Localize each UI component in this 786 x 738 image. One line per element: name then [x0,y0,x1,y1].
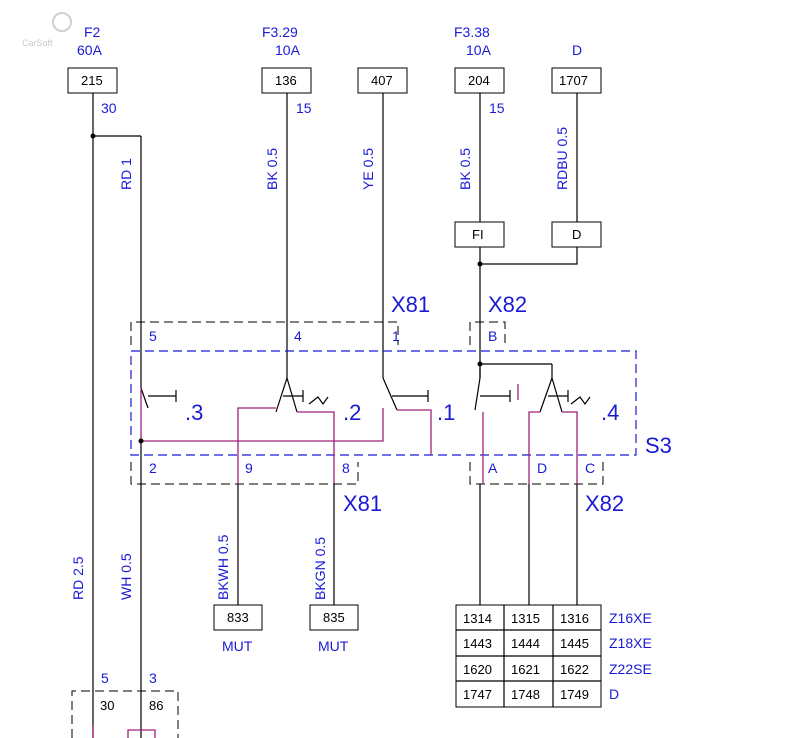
table-cell: 1316 [560,611,589,626]
wire-label-bk05-b: BK 0.5 [457,148,473,190]
table-cell: 1445 [560,636,589,651]
connector-x82-bottom-label: X82 [585,491,624,516]
switch-contacts [140,363,591,413]
connector-136-label: 136 [275,73,297,88]
wire-label-bkwh05: BKWH 0.5 [215,534,231,600]
connector-x82-top-label: X82 [488,292,527,317]
connector-x81-bottom-label: X81 [343,491,382,516]
fuse-f338-pin: 15 [489,100,505,116]
fuse-f2-name: F2 [84,24,101,40]
switch-position-1: .1 [437,400,455,425]
switch-s3-outline [130,350,637,456]
wire-label-rd25: RD 2.5 [70,556,86,600]
table-cell: 1620 [463,662,492,677]
table-cell: 1748 [511,687,540,702]
relay-outline [71,690,179,738]
wire-label-bk05-a: BK 0.5 [264,148,280,190]
table-cell: 1622 [560,662,589,677]
pin-5-top: 5 [149,328,157,344]
connector-x82-bottom-outline [469,462,604,485]
relay-pin-3: 3 [149,670,157,686]
relay-terminal-30: 30 [100,698,114,713]
wire-label-wh05: WH 0.5 [118,553,134,600]
pin-c-bottom: C [585,460,595,476]
connector-204-label: 204 [468,73,490,88]
pin-2-bottom: 2 [149,460,157,476]
wire-label-bkgn05: BKGN 0.5 [312,537,328,600]
junction-dot-x82 [477,261,483,267]
pin-d-bottom: D [537,460,547,476]
fuse-f2-rating: 60A [77,42,103,58]
switch-internal-wiring [138,384,578,484]
output-833-id: 833 [227,610,249,625]
wire-d-join [480,247,578,265]
relay-coil-wire [127,729,156,738]
output-835-label: MUT [318,638,349,654]
pin-9-bottom: 9 [245,460,253,476]
switch-position-4: .4 [601,400,619,425]
switch-position-3: .3 [185,400,203,425]
wire-label-rdbu05: RDBU 0.5 [554,127,570,190]
table-engine-label: D [609,686,619,702]
wire-label-ye05: YE 0.5 [360,148,376,190]
connector-1707-label: 1707 [559,73,588,88]
connector-407-label: 407 [371,73,393,88]
fuse-f2-pin: 30 [101,100,117,116]
table-cell: 1621 [511,662,540,677]
switch-s3-label: S3 [645,433,672,458]
fuse-f329-rating: 10A [275,42,301,58]
pin-a-bottom: A [488,460,498,476]
connector-box-215[interactable] [67,67,118,94]
fuse-f338-rating: 10A [466,42,492,58]
relay-terminal-86: 86 [149,698,163,713]
fuse-f329-pin: 15 [296,100,312,116]
table-cell: 1443 [463,636,492,651]
table-cell: 1749 [560,687,589,702]
table-cell: 1315 [511,611,540,626]
connector-x81-bottom-outline [130,462,359,485]
pin-4-top: 4 [294,328,302,344]
connector-box-204[interactable] [454,67,505,94]
table-cell: 1747 [463,687,492,702]
pin-8-bottom: 8 [342,460,350,476]
wire-label-rd1: RD 1 [118,158,134,190]
logo-text: CarSoft [22,38,53,48]
relay-pin-5: 5 [101,670,109,686]
connector-x81-top-label: X81 [391,292,430,317]
switch-position-2: .2 [343,400,361,425]
connector-215-label: 215 [81,73,103,88]
fuse-f329-name: F3.29 [262,24,298,40]
output-835-id: 835 [323,610,345,625]
output-833-label: MUT [222,638,253,654]
variant-d-label: D [572,227,581,242]
junction-dot-f2 [90,133,96,139]
pin-1-top: 1 [392,328,400,344]
table-engine-label: Z18XE [609,635,652,651]
variant-fi-label: FI [472,227,484,242]
fuse-f338-name: F3.38 [454,24,490,40]
output-box-835[interactable] [309,604,359,631]
output-box-833[interactable] [213,604,263,631]
table-engine-label: Z16XE [609,610,652,626]
table-engine-label: Z22SE [609,661,652,677]
table-cell: 1444 [511,636,540,651]
pin-b-top: B [488,328,497,344]
fuse-d-name: D [572,42,582,58]
connector-box-136[interactable] [261,67,312,94]
variant-box-d[interactable] [551,221,602,248]
engine-variant-table: 1314 1315 1316 Z16XE 1443 1444 1445 Z18X… [455,604,652,708]
carsoft-logo: CarSoft [22,12,72,48]
table-cell: 1314 [463,611,492,626]
connector-x81-top-outline [130,321,399,345]
variant-box-fi[interactable] [454,221,505,248]
